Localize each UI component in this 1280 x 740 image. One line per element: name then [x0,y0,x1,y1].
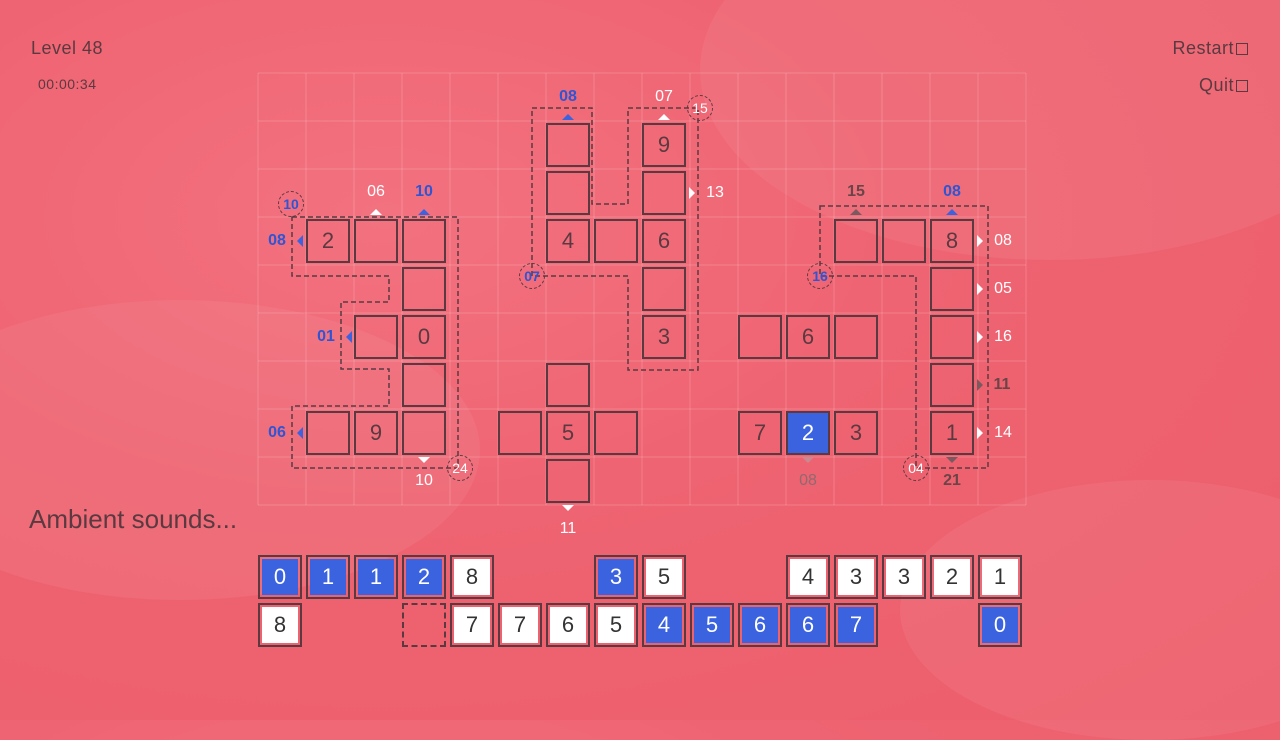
cage-sum-badge: 16 [807,263,833,289]
clue-label: 10 [415,183,433,200]
subtitle-caption: Ambient sounds... [29,504,238,534]
grid-cell[interactable] [402,363,446,407]
clue-label: 05 [994,280,1012,297]
clue-label: 11 [559,520,577,537]
cage-sum-badge: 24 [447,455,473,481]
tray-tile[interactable]: 2 [930,555,974,599]
grid-cell[interactable]: 1 [930,411,974,455]
tray-empty-slot[interactable] [402,603,446,647]
tray-tile[interactable]: 5 [690,603,734,647]
cage-right-outline [819,205,989,469]
grid-cell[interactable]: 5 [546,411,590,455]
grid-cell[interactable] [642,171,686,215]
restart-button[interactable]: Restart [1172,38,1248,59]
tray-tile[interactable]: 4 [786,555,830,599]
grid-cell[interactable] [930,315,974,359]
level-label: Level 48 [31,38,104,58]
grid-cell[interactable]: 0 [402,315,446,359]
tray-tile[interactable]: 7 [450,603,494,647]
grid-cell[interactable] [306,411,350,455]
tray-tile[interactable]: 6 [546,603,590,647]
restart-label: Restart [1172,38,1234,58]
clue-label: 10 [415,472,433,489]
grid-cell[interactable] [882,219,926,263]
cage-sum-badge: 07 [519,263,545,289]
grid-cell[interactable]: 9 [642,123,686,167]
tray-tile[interactable]: 8 [450,555,494,599]
grid-cell[interactable] [834,219,878,263]
clue-label: 16 [994,328,1012,345]
cage-top-outline [531,107,699,371]
grid-cell[interactable]: 6 [786,315,830,359]
grid-cell[interactable] [546,171,590,215]
quit-label: Quit [1198,75,1234,95]
grid-cell[interactable] [498,411,542,455]
tray-tile[interactable]: 3 [594,555,638,599]
tray-tile[interactable]: 7 [834,603,878,647]
grid-cell[interactable] [594,411,638,455]
clue-label: 11 [993,376,1011,393]
clue-label: 15 [847,183,865,200]
grid-cell[interactable] [354,315,398,359]
quit-button[interactable]: Quit [1199,75,1248,96]
timer: 00:00:34 [38,76,97,92]
grid-cell[interactable] [546,363,590,407]
grid-cell[interactable] [402,219,446,263]
clue-label: 08 [799,472,817,489]
board-grid [291,107,989,469]
grid-cell[interactable]: 9 [354,411,398,455]
tray-tile[interactable]: 5 [594,603,638,647]
grid-cell[interactable]: 8 [930,219,974,263]
clue-label: 13 [706,184,724,201]
tray-tile[interactable]: 3 [882,555,926,599]
tray-tile[interactable]: 6 [738,603,782,647]
tray-tile[interactable]: 1 [354,555,398,599]
clue-label: 07 [655,88,673,105]
tray-tile[interactable]: 1 [978,555,1022,599]
grid-cell[interactable] [546,123,590,167]
grid-cell[interactable] [930,267,974,311]
tray-tile[interactable]: 1 [306,555,350,599]
grid-cell[interactable]: 3 [642,315,686,359]
tray-tile[interactable]: 7 [498,603,542,647]
tray-tile[interactable]: 3 [834,555,878,599]
grid-cell[interactable]: 4 [546,219,590,263]
grid-cell[interactable]: 2 [306,219,350,263]
tray-tile[interactable]: 2 [402,555,446,599]
clue-label: 14 [994,424,1012,441]
grid-cell[interactable]: 3 [834,411,878,455]
clue-label: 08 [268,232,286,249]
cage-sum-badge: 15 [687,95,713,121]
cage-sum-badge: 10 [278,191,304,217]
grid-cell[interactable]: 7 [738,411,782,455]
grid-cell[interactable] [354,219,398,263]
clue-label: 08 [994,232,1012,249]
grid-cell[interactable] [642,267,686,311]
grid-cell[interactable] [930,363,974,407]
grid-cell[interactable] [402,267,446,311]
grid-cell[interactable] [738,315,782,359]
cage-sum-badge: 04 [903,455,929,481]
clue-label: 21 [943,472,961,489]
tray-tile[interactable]: 0 [978,603,1022,647]
restart-box-icon [1236,43,1248,55]
grid-cell[interactable] [546,459,590,503]
clue-label: 01 [317,328,335,345]
clue-label: 06 [367,183,385,200]
clue-label: 08 [943,183,961,200]
tray-tile[interactable]: 0 [258,555,302,599]
clue-label: 08 [559,88,577,105]
clue-label: 06 [268,424,286,441]
tray-tile[interactable]: 6 [786,603,830,647]
tray-tile[interactable]: 5 [642,555,686,599]
grid-cell[interactable]: 2 [786,411,830,455]
tray-tile[interactable]: 4 [642,603,686,647]
tray-tile[interactable]: 8 [258,603,302,647]
grid-cell[interactable]: 6 [642,219,686,263]
grid-cell[interactable] [594,219,638,263]
grid-cell[interactable] [402,411,446,455]
grid-cell[interactable] [834,315,878,359]
quit-box-icon [1236,80,1248,92]
